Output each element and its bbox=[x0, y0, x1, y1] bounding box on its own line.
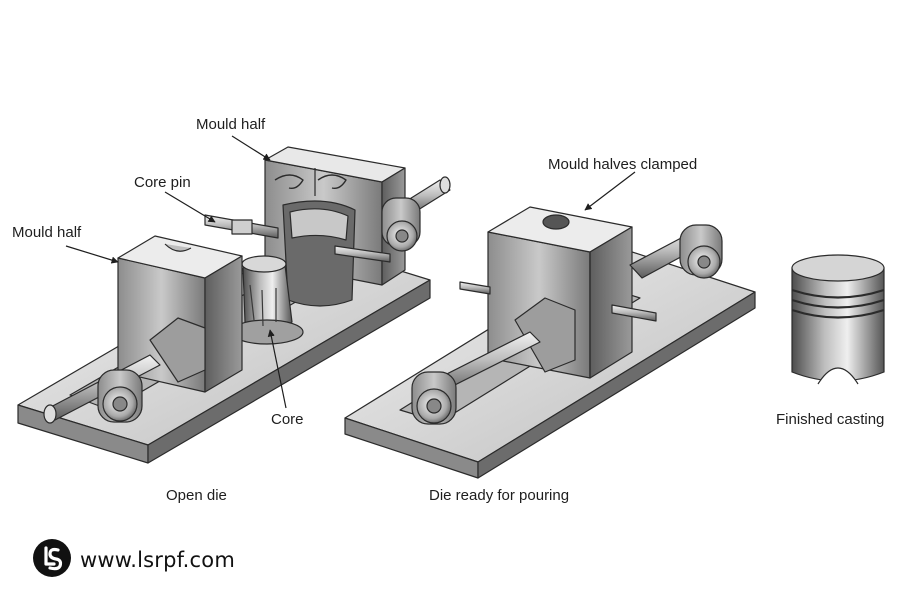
watermark-url[interactable]: www.lsrpf.com bbox=[80, 548, 236, 572]
label-mould-halves-clamped: Mould halves clamped bbox=[548, 156, 698, 173]
lsrpf-logo-icon bbox=[32, 538, 72, 583]
label-mould-half-left: Mould half bbox=[12, 224, 82, 241]
closed-die-base-side bbox=[477, 291, 756, 479]
label-core: Core bbox=[271, 411, 304, 428]
label-finished-casting: Finished casting bbox=[776, 411, 885, 428]
closed-die-assembly bbox=[344, 206, 756, 479]
finished-casting-piston bbox=[791, 254, 885, 385]
caption-open-die: Open die bbox=[166, 487, 227, 504]
caption-die-ready: Die ready for pouring bbox=[429, 487, 570, 504]
open-die-assembly bbox=[17, 146, 451, 464]
watermark: www.lsrpf.com bbox=[32, 538, 236, 583]
clamped-block-side bbox=[589, 226, 633, 379]
front-mould-half-side bbox=[204, 255, 243, 393]
pouring-hole bbox=[542, 214, 570, 230]
label-mould-half-top: Mould half bbox=[196, 116, 266, 133]
leader-lines bbox=[65, 135, 636, 409]
open-die-base-side bbox=[147, 279, 431, 464]
label-core-pin: Core pin bbox=[134, 174, 191, 191]
